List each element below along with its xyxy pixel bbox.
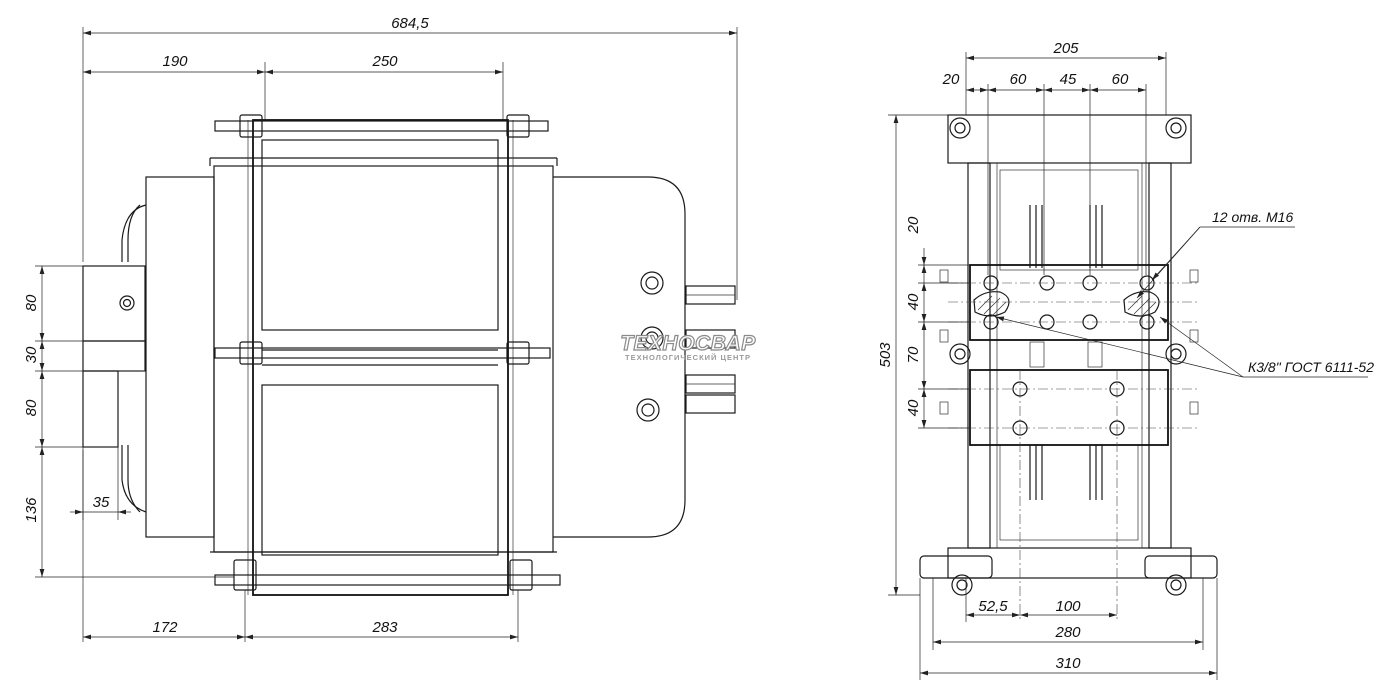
dim-label-310: 310 <box>1055 655 1081 672</box>
dim-label-20-top: 20 <box>942 71 960 88</box>
dim-label-283: 283 <box>371 619 398 636</box>
dim-label-205: 205 <box>1052 40 1079 57</box>
dim-left-vertical-chain: 80 30 80 136 <box>23 265 234 578</box>
logo-subtitle: ТЕХНОЛОГИЧЕСКИЙ ЦЕНТР <box>625 353 751 362</box>
dim-bottom-chain: 172 283 <box>82 450 519 642</box>
core-lower-window <box>261 384 499 556</box>
dim-label-80-lower: 80 <box>23 399 40 416</box>
dim-label-250: 250 <box>371 53 398 70</box>
dim-front-vertical-chain: 20 40 70 40 <box>905 216 970 429</box>
coil-edge-upper <box>121 204 147 262</box>
front-view: 205 20 60 45 60 503 <box>877 40 1374 680</box>
terminal-block-gap <box>82 340 146 372</box>
dim-front-height: 503 <box>877 114 948 596</box>
rear-terminals <box>636 271 736 422</box>
corner-bolts <box>949 117 1187 596</box>
dim-label-280: 280 <box>1054 624 1081 641</box>
dim-label-503: 503 <box>877 342 894 368</box>
note-holes-leader: 12 отв. М16 <box>1136 209 1295 299</box>
dim-front-top-chain: 20 60 45 60 <box>942 71 1147 275</box>
dim-top-chain: 190 250 <box>83 53 504 120</box>
dim-label-20-vert: 20 <box>905 216 922 234</box>
dim-label-100: 100 <box>1055 598 1081 615</box>
front-coil-body <box>145 176 215 538</box>
lug-left <box>973 291 1010 317</box>
dim-label-70: 70 <box>905 346 922 363</box>
dim-label-684-5: 684,5 <box>391 15 429 32</box>
note-holes: 12 отв. М16 <box>1212 209 1293 225</box>
dim-label-60-right: 60 <box>1112 71 1129 88</box>
side-view: 684,5 190 250 80 30 80 136 <box>23 15 738 642</box>
frame-outline <box>213 165 554 553</box>
dim-label-45: 45 <box>1060 71 1077 88</box>
dim-label-190: 190 <box>162 53 188 70</box>
logo-tehnosvar: ТЕХНОСВАР ТЕХНОЛОГИЧЕСКИЙ ЦЕНТР <box>620 331 757 362</box>
bus-bars <box>1029 205 1103 500</box>
dim-label-80-upper: 80 <box>23 294 40 311</box>
foot-right <box>1144 555 1218 579</box>
dim-front-280: 280 <box>932 578 1204 650</box>
holes-upper-plate <box>973 275 1160 330</box>
dim-front-bottom-chain: 52,5 100 <box>965 578 1117 622</box>
terminal-block-lower <box>82 370 119 448</box>
logo-title: ТЕХНОСВАР <box>620 332 756 355</box>
dim-label-30: 30 <box>23 346 40 363</box>
top-yoke <box>947 114 1192 164</box>
tie-rod-top <box>214 120 549 132</box>
note-terminals-leader: К3/8" ГОСТ 6111-52 <box>995 316 1374 378</box>
dim-label-172: 172 <box>152 619 178 636</box>
dim-label-40-lower: 40 <box>905 399 922 416</box>
lug-right <box>1123 291 1160 317</box>
terminal-plate-upper <box>969 264 1169 341</box>
note-terminals: К3/8" ГОСТ 6111-52 <box>1248 359 1374 375</box>
bottom-yoke <box>947 547 1192 579</box>
foot-left <box>919 555 993 579</box>
dim-label-35: 35 <box>93 494 110 511</box>
tie-rod-middle <box>214 347 551 359</box>
tie-rod-bottom <box>214 574 561 586</box>
dim-overall-length: 684,5 <box>82 15 738 300</box>
core-upper-window <box>261 139 499 331</box>
dim-label-40-upper: 40 <box>905 293 922 310</box>
dim-label-60-left: 60 <box>1010 71 1027 88</box>
dim-front-width: 205 <box>965 40 1167 115</box>
dim-front-310: 310 <box>919 578 1218 680</box>
rear-coil-housing <box>553 176 686 538</box>
dim-label-136: 136 <box>23 497 40 523</box>
terminal-block-upper <box>82 265 146 342</box>
holes-lower-plate <box>1012 381 1125 436</box>
terminal-plate-lower <box>969 369 1169 446</box>
dim-label-52-5: 52,5 <box>978 598 1008 615</box>
